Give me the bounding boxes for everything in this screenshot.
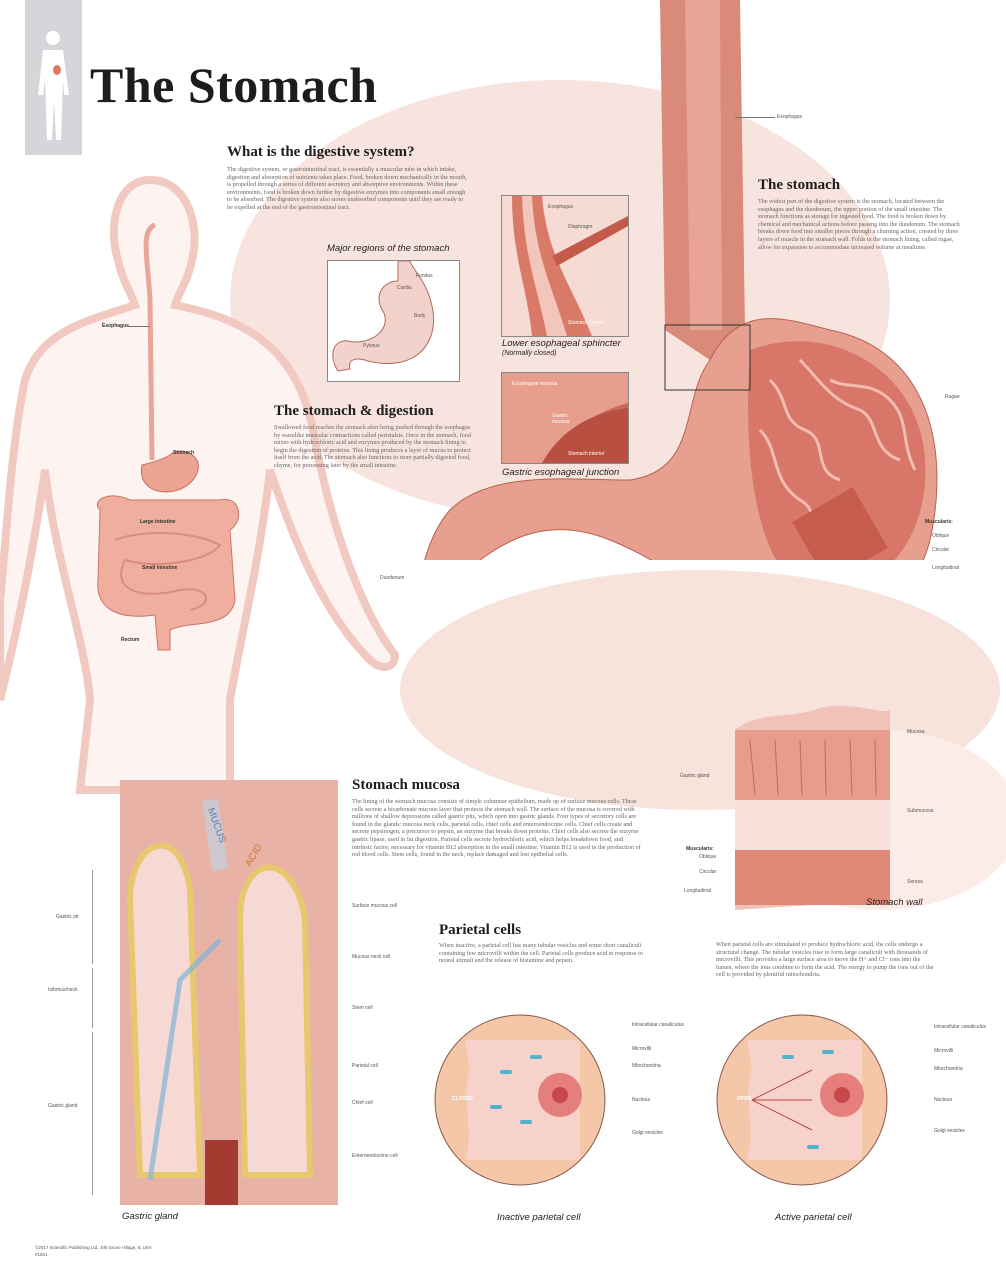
label-mucous-neck-cell: Mucous neck cell <box>352 954 391 960</box>
parietal-heading: Parietal cells <box>439 922 522 938</box>
inactive-label-golgi: Golgi vesicles <box>632 1130 663 1136</box>
label-rugae: Rugae <box>945 394 960 400</box>
inactive-parietal-cell-illustration <box>434 1014 606 1186</box>
product-number: #1501 <box>35 1252 48 1257</box>
gastric-gland-illustration <box>120 780 338 1205</box>
inactive-parietal-caption: Inactive parietal cell <box>497 1212 581 1223</box>
label-esophageal-mucosa: Esophageal mucosa <box>512 381 558 387</box>
les-inset: Esophagus Diaphragm Stomach interior <box>501 195 629 337</box>
label-wall-oblique: Oblique <box>699 854 717 860</box>
active-label-nucleus: Nucleus <box>934 1097 953 1103</box>
label-large-intestine: Large intestine <box>140 519 176 525</box>
label-wall-circular: Circular <box>699 869 717 875</box>
label-duodenum: Duodenum <box>380 575 405 581</box>
label-surface-mucous-cell: Surface mucous cell <box>352 903 398 909</box>
active-label-canaliculus: Intracellular canaliculus <box>934 1024 986 1030</box>
active-label-mitochondria: Mitochondria <box>934 1066 963 1072</box>
stomach-wall-caption: Stomach wall <box>866 897 923 908</box>
label-cardia: Cardia <box>397 285 412 291</box>
stomach-wall-illustration <box>735 705 890 910</box>
inactive-label-microvilli: Microvilli <box>632 1046 652 1052</box>
label-oblique: Oblique <box>932 533 950 539</box>
label-isthmus-neck: Isthmus/neck <box>48 987 78 993</box>
label-wall-gastric-gland: Gastric gland <box>680 773 710 779</box>
parietal-active-text: When parietal cells are stimulated to pr… <box>716 941 934 979</box>
stomach-text: The widest part of the digestive system … <box>758 198 960 251</box>
label-circular: Circular <box>932 547 950 553</box>
label-les-esophagus: Esophagus <box>548 204 574 210</box>
label-rectum: Rectum <box>121 637 140 643</box>
label-fundus: Fundus <box>416 273 433 279</box>
label-les-stomach-interior: Stomach interior <box>568 320 605 326</box>
parietal-inactive-text: When inactive, a parietal cell has many … <box>439 942 643 965</box>
digestion-text: Swallowed food reaches the stomach after… <box>274 424 471 469</box>
page-title: The Stomach <box>90 57 378 113</box>
inactive-label-nucleus: Nucleus <box>632 1097 651 1103</box>
les-illustration <box>512 196 628 336</box>
label-pylorus: Pylorus <box>363 343 380 349</box>
label-esophagus: Esophagus <box>777 114 803 120</box>
label-gastric-gland-region: Gastric gland <box>48 1103 78 1109</box>
human-body-stomach-icon <box>38 31 69 140</box>
active-label-microvilli: Microvilli <box>934 1048 954 1054</box>
active-state-label: OPEN <box>737 1096 752 1102</box>
gastric-gland-panel: MUCUS ACID <box>120 780 338 1205</box>
label-stomach-body: Stomach <box>173 450 195 456</box>
les-caption: Lower esophageal sphincter <box>502 338 621 349</box>
label-mucosa: Mucosa <box>907 729 925 735</box>
digestive-system-text: The digestive system, or gastrointestina… <box>227 166 467 211</box>
stomach-heading: The stomach <box>758 177 841 193</box>
label-body: Body <box>414 313 426 319</box>
label-gastric-mucosa: Gastric mucosa <box>552 413 570 425</box>
copyright: ©2017 Scientific Publishing Ltd., Elk Gr… <box>35 1245 152 1250</box>
gej-illustration <box>502 373 628 463</box>
inactive-label-mitochondria: Mitochondria <box>632 1063 661 1069</box>
label-serosa: Serosa <box>907 879 923 885</box>
label-enteroendocrine-cell: Enteroendocrine cell <box>352 1153 398 1159</box>
label-esophagus-body: Esophagus <box>102 323 129 329</box>
gej-inset: Esophageal mucosa Gastric mucosa Stomach… <box>501 372 629 464</box>
label-stem-cell: Stem cell <box>352 1005 373 1011</box>
label-gej-stomach-interior: Stomach interior <box>568 451 605 457</box>
gej-caption: Gastric esophageal junction <box>502 467 620 478</box>
active-label-golgi: Golgi vesicles <box>934 1128 965 1134</box>
major-regions-inset: Fundus Cardia Body Pylorus <box>327 260 460 382</box>
body-icon-box <box>25 0 82 155</box>
inactive-label-canaliculus: Intracellular canaliculus <box>632 1022 684 1028</box>
label-les-diaphragm: Diaphragm <box>568 224 593 230</box>
digestion-heading: The stomach & digestion <box>274 403 434 419</box>
stomach-illustration <box>424 0 938 560</box>
label-submucosa: Submucosa <box>907 808 934 814</box>
mucosa-heading: Stomach mucosa <box>352 777 460 793</box>
digestive-tract-illustration <box>97 222 240 651</box>
mucosa-text: The lining of the stomach mucosa consist… <box>352 798 641 859</box>
les-subcaption: (Normally closed) <box>502 350 557 357</box>
digestive-system-heading: What is the digestive system? <box>227 144 415 160</box>
label-small-intestine: Small intestine <box>142 565 178 571</box>
label-longitudinal: Longitudinal <box>932 565 959 571</box>
gastric-gland-caption: Gastric gland <box>122 1211 178 1222</box>
active-parietal-caption: Active parietal cell <box>775 1212 852 1223</box>
inactive-state-label: CLOSED <box>452 1096 473 1102</box>
label-gastric-pit: Gastric pit <box>56 914 79 920</box>
label-wall-longitudinal: Longitudinal <box>684 888 711 894</box>
label-wall-muscularis: Muscularis: <box>686 846 714 852</box>
label-chief-cell: Chief cell <box>352 1100 373 1106</box>
label-parietal-cell: Parietal cell <box>352 1063 378 1069</box>
label-muscularis: Muscularis: <box>925 519 953 525</box>
stomach-regions-diagram <box>332 261 435 372</box>
major-regions-caption: Major regions of the stomach <box>327 243 450 254</box>
active-parietal-cell-illustration <box>716 1014 888 1186</box>
